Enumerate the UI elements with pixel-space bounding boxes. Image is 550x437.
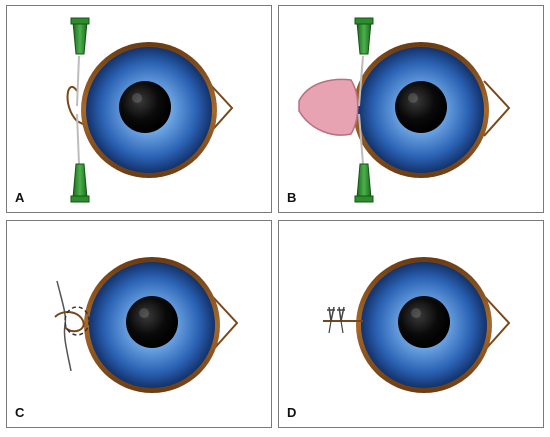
closed-sutures: [323, 306, 363, 334]
suture-knot-icon: [327, 306, 335, 322]
pupil: [398, 296, 450, 348]
panel-label: C: [15, 405, 25, 420]
pupil-highlight: [132, 93, 142, 103]
suture-knot-icon: [328, 320, 344, 334]
excised-tissue: [298, 78, 359, 136]
needle-hub-icon: [356, 163, 372, 199]
needle-hub-icon: [72, 163, 88, 199]
pupil: [126, 296, 178, 348]
panel-label: A: [15, 190, 25, 205]
panel-a: A: [6, 5, 272, 213]
panel-d: D: [278, 220, 544, 428]
pupil: [395, 81, 447, 133]
panel-c: C: [6, 220, 272, 428]
panel-d-illustration: [323, 257, 511, 393]
upper-needle: [354, 17, 374, 107]
panel-b-illustration: [298, 17, 511, 203]
panel-c-illustration: [54, 257, 239, 393]
panel-a-illustration: [66, 17, 234, 203]
panel-label: B: [287, 190, 297, 205]
eyelid-outline-right: [483, 295, 511, 352]
panel-b: B: [278, 5, 544, 213]
pupil-highlight: [408, 93, 418, 103]
eyelid-outline-right: [211, 295, 239, 352]
eyelid-outline-right: [206, 80, 234, 137]
needle-hub-icon: [72, 21, 88, 55]
needle-hub-icon: [356, 21, 372, 55]
eye: [84, 257, 239, 393]
eye: [353, 42, 511, 178]
lower-needle: [70, 113, 90, 203]
eyelid-outline-right: [483, 80, 511, 137]
pupil-highlight: [411, 308, 421, 318]
eye: [356, 257, 511, 393]
pupil-highlight: [139, 308, 149, 318]
suture: [54, 280, 90, 372]
eye: [66, 42, 234, 178]
suture-knot-icon: [337, 306, 345, 322]
pupil: [119, 81, 171, 133]
lower-needle: [354, 113, 374, 203]
suture-loop: [64, 306, 90, 336]
panel-label: D: [287, 405, 297, 420]
upper-needle: [70, 17, 90, 107]
